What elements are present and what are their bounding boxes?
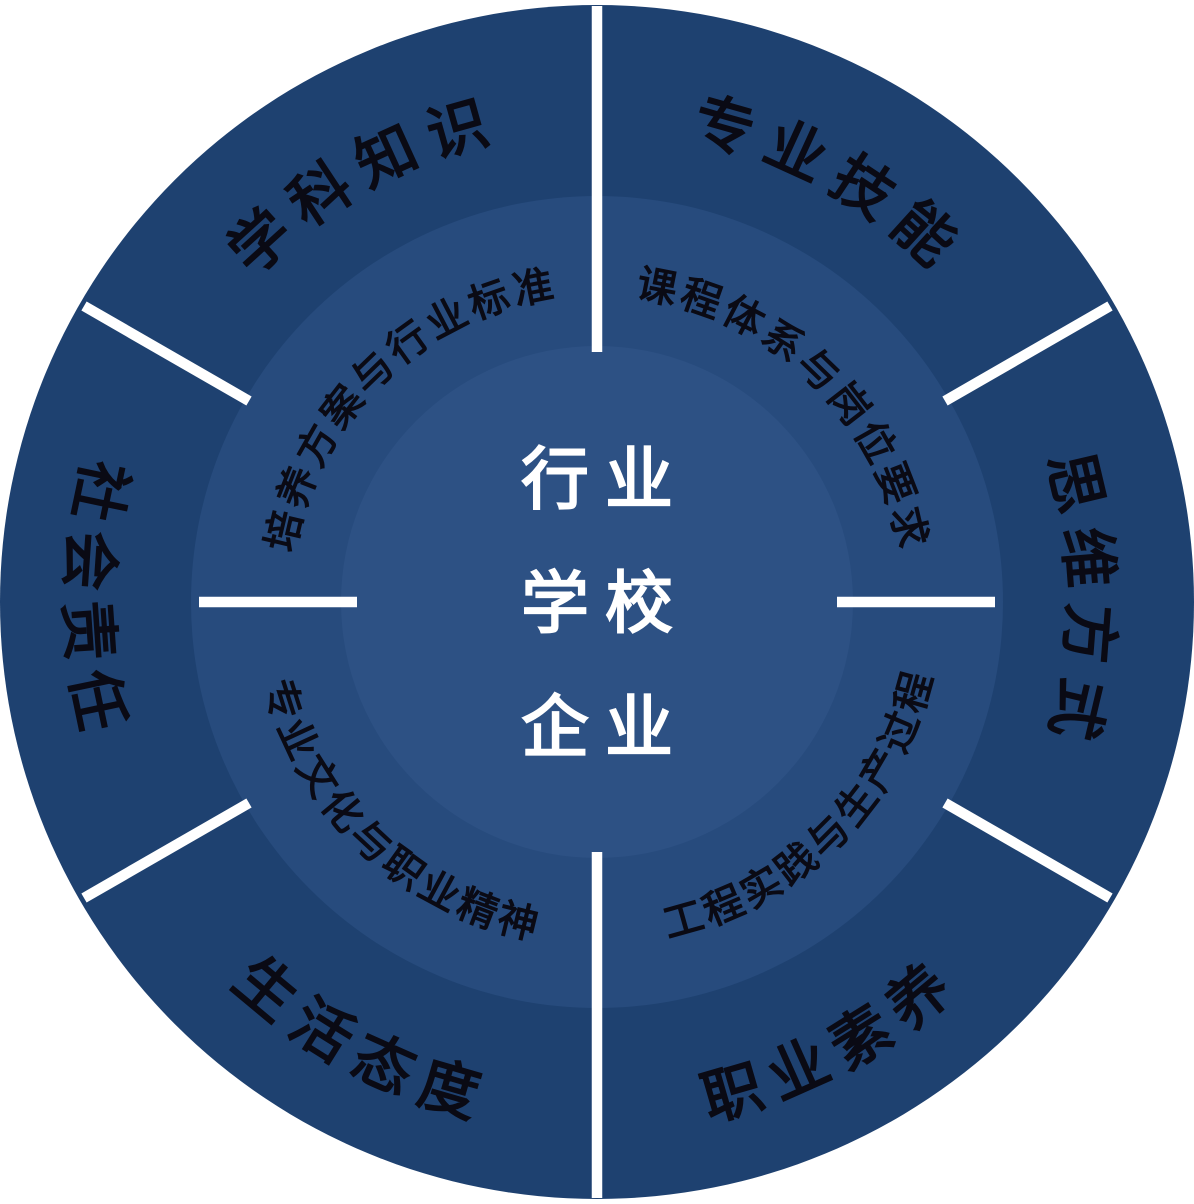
divider-lines	[81, 6, 1113, 1198]
divider-lower-left-diagonal	[81, 798, 252, 903]
center-label-industry: 行业	[521, 441, 689, 520]
divider-lower-right-diagonal	[942, 798, 1113, 903]
center-label-school: 学校	[521, 565, 689, 644]
divider-upper-right-diagonal	[942, 301, 1113, 406]
center-circle	[341, 346, 853, 858]
center-label-enterprise: 企业	[521, 689, 689, 768]
divider-upper-left-diagonal	[81, 301, 252, 406]
